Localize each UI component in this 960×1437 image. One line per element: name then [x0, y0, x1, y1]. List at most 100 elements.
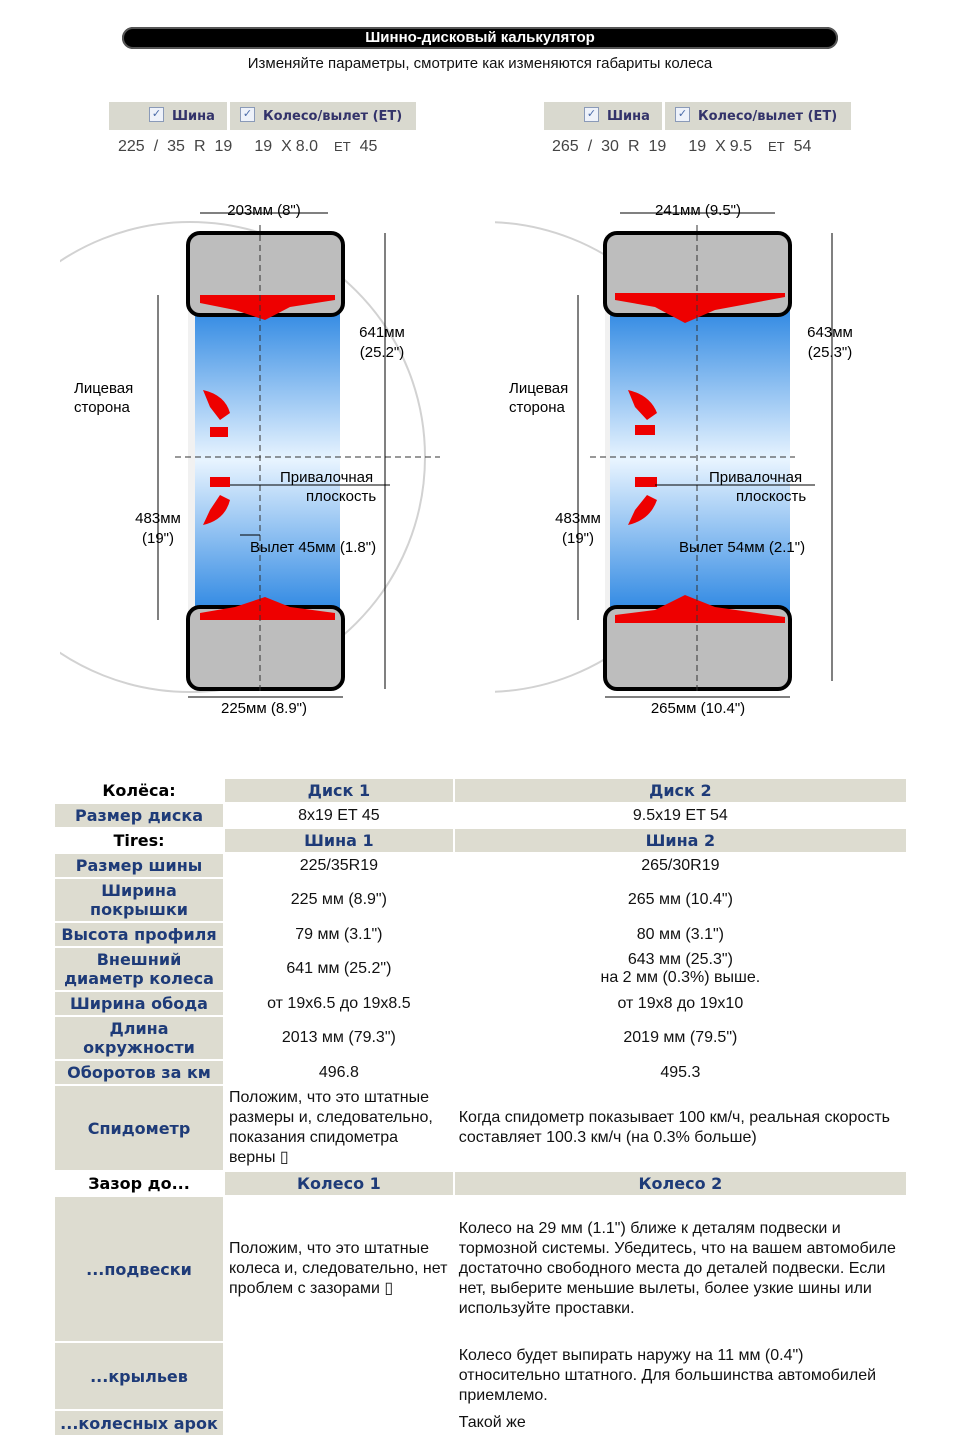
- face-label-2: сторона: [509, 399, 566, 416]
- fender-2: Колесо будет выпирать наружу на 11 мм (0…: [458, 1347, 877, 1404]
- bottom-width-label: 265мм (10.4"): [651, 700, 745, 717]
- wheel-checkbox-1[interactable]: ✓: [239, 106, 255, 122]
- rim-diameter-in: (19"): [562, 530, 594, 547]
- offset-label: Вылет 54мм (2.1"): [679, 539, 805, 556]
- profile-2: 80 мм (3.1"): [636, 925, 724, 943]
- wheel-width-select-1[interactable]: 8.0: [295, 138, 319, 155]
- circumference-label: Длина окружности: [55, 1017, 223, 1059]
- tire-label-2: Шина: [607, 108, 650, 124]
- bottom-width-label: 225мм (8.9"): [221, 700, 307, 717]
- suspension-1: Положим, что это штатные колеса и, следо…: [229, 1240, 448, 1297]
- rim-width-label: Ширина обода: [55, 992, 223, 1015]
- divider: [226, 102, 230, 130]
- et-label: ET: [768, 139, 785, 154]
- r-label: R: [193, 138, 206, 155]
- tire-profile-select-2[interactable]: 30: [601, 138, 619, 155]
- rim-diameter-in: (19"): [142, 530, 174, 547]
- tire2-header: Шина 2: [454, 829, 906, 852]
- et-select-2[interactable]: 54: [793, 138, 812, 155]
- rim-flange-bottom: [615, 595, 785, 623]
- wheel-diam-select-1[interactable]: 19: [254, 138, 273, 155]
- wheel-arch-1: [225, 1411, 453, 1435]
- circumference-2: 2019 мм (79.5"): [623, 1029, 738, 1046]
- calculator-subtitle: Изменяйте параметры, смотрите как изменя…: [247, 55, 713, 72]
- tire-size-2: 265/30R19: [641, 856, 720, 874]
- wheel2-column-header: Колесо 2: [454, 1172, 906, 1195]
- comparison-table: Колёса: Диск 1 Диск 2 Размер диска 8x19 …: [53, 777, 908, 1437]
- r-label: R: [627, 138, 640, 155]
- wheel-width-select-2[interactable]: 9.5: [729, 138, 753, 155]
- tires-section-label: Tires:: [55, 829, 223, 852]
- rim-flange-top: [615, 293, 785, 323]
- wheel-label-1: Колесо/вылет (ET): [262, 108, 403, 124]
- tire-label-1: Шина: [172, 108, 215, 124]
- wheel-diagram-2: 241мм (9.5") 643мм (25.3") Лицевая сторо…: [495, 202, 853, 717]
- tire-rim-select-1[interactable]: 19: [214, 138, 233, 155]
- clearance-section-label: Зазор до...: [55, 1172, 223, 1195]
- outer-diameter-mm: 643мм: [807, 324, 853, 341]
- tire-width-select-1[interactable]: 225: [118, 138, 145, 155]
- wheel2-header: Диск 2: [454, 779, 906, 802]
- outer-diameter-label: Внешний диаметр колеса: [55, 948, 223, 990]
- wheel-arch-2: Такой же: [458, 1414, 526, 1431]
- rim-diameter-mm: 483мм: [555, 510, 601, 527]
- rim-size-1: 8x19 ET 45: [298, 806, 380, 824]
- rim-size-label: Размер диска: [55, 804, 223, 827]
- tire-rim-select-2[interactable]: 19: [648, 138, 667, 155]
- outer-diameter-mm: 641мм: [359, 324, 405, 341]
- slash: /: [153, 138, 159, 155]
- wheel1-header: Диск 1: [225, 779, 453, 802]
- outer-diameter-2: 643 мм (25.3") на 2 мм (0.3%) выше.: [455, 948, 906, 990]
- calculator-title: Шинно-дисковый калькулятор: [122, 27, 838, 49]
- outer-diameter-in: (25.2"): [360, 344, 405, 361]
- wheel-checkbox-2[interactable]: ✓: [674, 106, 690, 122]
- wheel-diam-select-2[interactable]: 19: [688, 138, 707, 155]
- tire1-header: Шина 1: [225, 829, 453, 852]
- et-select-1[interactable]: 45: [359, 138, 378, 155]
- top-width-label: 241мм (9.5"): [655, 202, 741, 219]
- mount-label-2: плоскость: [306, 488, 376, 505]
- wheel-diagram-1: 203мм (8") 641мм (25.2") Лицевая сторона…: [60, 202, 440, 717]
- rim-width-2: от 19x8 до 19x10: [617, 994, 744, 1012]
- outer-diameter-2-value: 643 мм (25.3"): [627, 951, 733, 968]
- fender-1: [225, 1343, 453, 1409]
- revolutions-1: 496.8: [318, 1063, 359, 1081]
- speedometer-1: Положим, что это штатные размеры и, след…: [229, 1089, 433, 1166]
- rim-inner: [195, 295, 340, 625]
- speedometer-label: Спидометр: [55, 1086, 223, 1170]
- fender-label: ...крыльев: [55, 1343, 223, 1409]
- wheel-label-2: Колесо/вылет (ET): [697, 108, 838, 124]
- slash: /: [587, 138, 593, 155]
- outer-diameter-1: 641 мм (25.2"): [286, 960, 392, 977]
- rim-inner: [610, 295, 790, 625]
- rim-flange-top: [200, 295, 335, 320]
- tire-width-select-2[interactable]: 265: [552, 138, 579, 155]
- tire-checkbox-2[interactable]: ✓: [584, 106, 599, 122]
- offset-label: Вылет 45мм (1.8"): [250, 539, 376, 556]
- wheel1-column-header: Колесо 1: [225, 1172, 453, 1195]
- tire-width-label: Ширина покрышки: [55, 879, 223, 921]
- rim-flange-bottom: [200, 597, 335, 620]
- top-width-label: 203мм (8"): [227, 202, 300, 219]
- outer-diameter-2-diff: на 2 мм (0.3%) выше.: [600, 969, 761, 986]
- x-label: X: [715, 138, 726, 155]
- wheel-arch-label: ...колесных арок: [55, 1411, 223, 1435]
- revolutions-2: 495.3: [660, 1063, 701, 1081]
- profile-1: 79 мм (3.1"): [295, 925, 383, 943]
- suspension-2: Колесо на 29 мм (1.1") ближе к деталям п…: [458, 1220, 896, 1317]
- divider: [661, 102, 665, 130]
- mount-label-2: плоскость: [736, 488, 806, 505]
- tire-profile-select-1[interactable]: 35: [167, 138, 185, 155]
- face-label-2: сторона: [74, 399, 131, 416]
- rim-diameter-mm: 483мм: [135, 510, 181, 527]
- rim-size-2: 9.5x19 ET 54: [632, 806, 728, 824]
- tire-width-1: 225 мм (8.9"): [290, 891, 387, 908]
- x-label: X: [281, 138, 292, 155]
- face-label-1: Лицевая: [509, 380, 568, 397]
- et-label: ET: [334, 139, 351, 154]
- wheels-section-label: Колёса:: [55, 779, 223, 802]
- tire-checkbox-1[interactable]: ✓: [149, 106, 164, 122]
- face-label-1: Лицевая: [74, 380, 133, 397]
